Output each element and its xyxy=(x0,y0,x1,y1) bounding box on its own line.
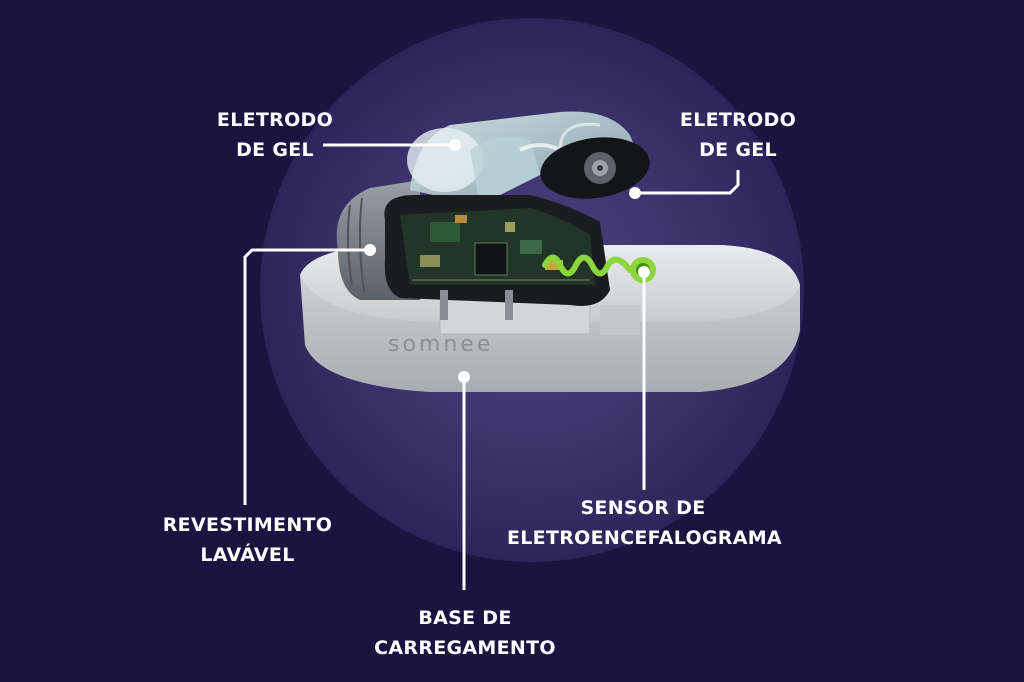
callout-dot-base xyxy=(458,371,470,383)
label-eeg-sensor: SENSOR DE ELETROENCEFALOGRAMA xyxy=(507,493,782,553)
device-brand-logo: somnee xyxy=(388,332,494,357)
label-line: DE GEL xyxy=(699,139,777,161)
label-line: ELETRODO xyxy=(679,109,797,131)
label-washable-cover: REVESTIMENTO LAVÁVEL xyxy=(160,510,335,570)
callout-dot-gel-left xyxy=(449,139,461,151)
label-line: SENSOR DE xyxy=(580,497,706,519)
label-gel-electrode-left: ELETRODO DE GEL xyxy=(210,105,340,165)
callout-cover xyxy=(243,248,370,505)
clear-shell-shape xyxy=(407,111,640,205)
label-line: DE GEL xyxy=(236,139,314,161)
callout-dots xyxy=(364,139,650,383)
label-line: ELETROENCEFALOGRAMA xyxy=(507,527,782,549)
label-gel-electrode-right: ELETRODO DE GEL xyxy=(673,105,803,165)
label-line: LAVÁVEL xyxy=(200,544,295,566)
callout-lines xyxy=(243,143,740,590)
callout-dot-sensor xyxy=(638,266,650,278)
label-line: REVESTIMENTO xyxy=(162,514,333,536)
label-line: CARREGAMENTO xyxy=(374,637,556,659)
label-line: BASE DE xyxy=(418,607,512,629)
right-electrode-shape xyxy=(540,122,650,199)
callout-dot-cover xyxy=(364,244,376,256)
callout-gel-right xyxy=(635,170,740,195)
callout-dot-gel-right xyxy=(629,187,641,199)
label-charging-base: BASE DE CARREGAMENTO xyxy=(370,603,560,663)
label-line: ELETRODO xyxy=(216,109,334,131)
